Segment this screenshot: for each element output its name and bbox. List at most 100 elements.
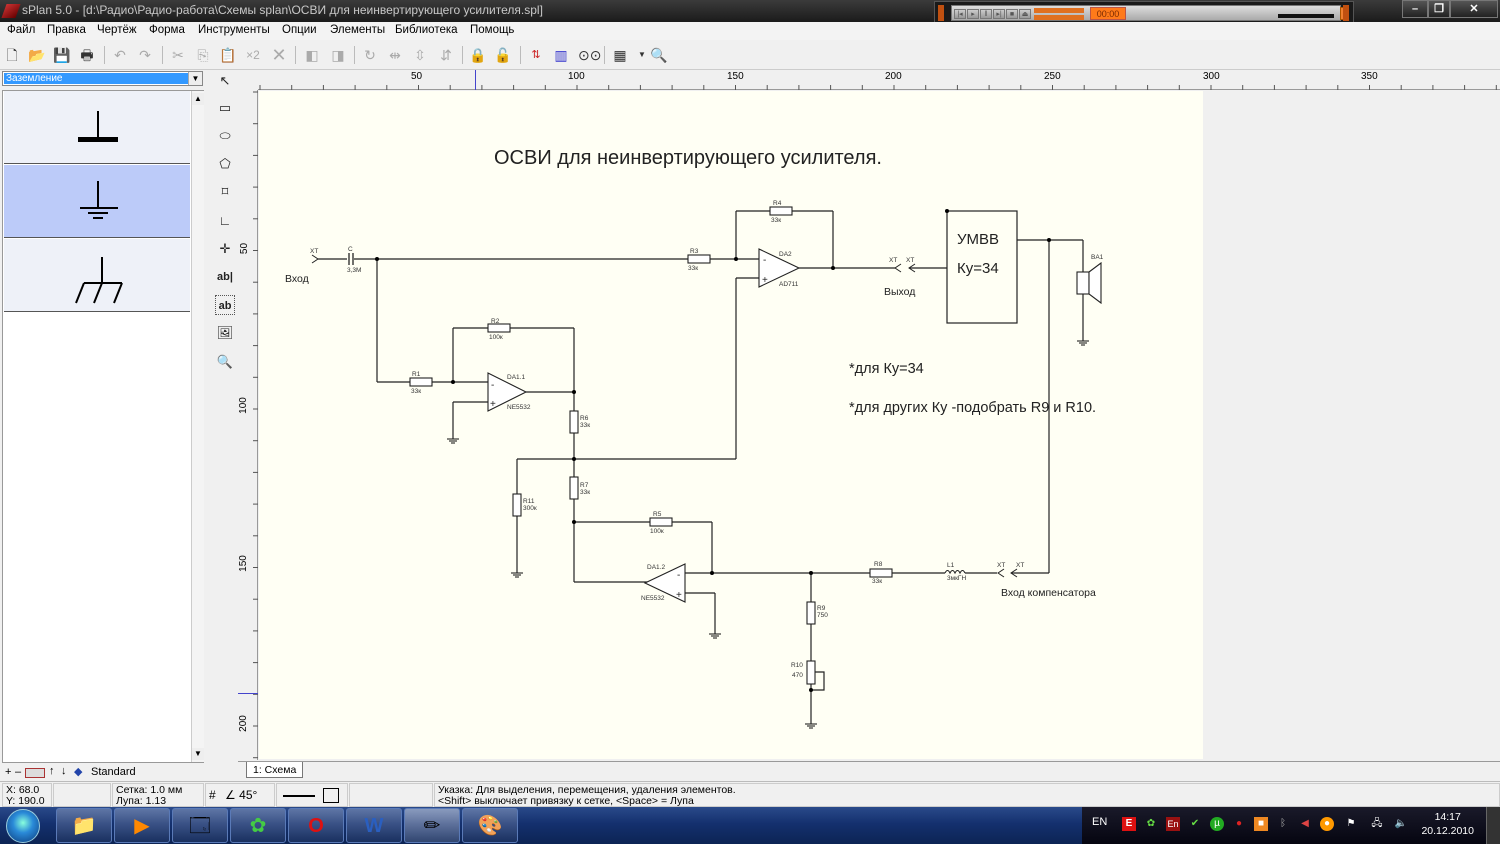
bezier-icon[interactable]: ⌑ (221, 184, 229, 199)
show-desktop-button[interactable] (1486, 807, 1500, 844)
scroll-down-icon[interactable]: ▼ (192, 748, 204, 760)
minimize-button[interactable]: – (1402, 0, 1428, 18)
chevron-down-icon[interactable]: ▼ (188, 72, 202, 85)
tray-utorrent-icon[interactable]: µ (1210, 817, 1224, 831)
taskbar-opera-mail-icon[interactable]: O (288, 808, 344, 843)
line-style-panel[interactable] (276, 783, 348, 807)
tray-check-icon[interactable]: ✔ (1190, 818, 1200, 829)
parts-list-icon[interactable]: ▥ (554, 47, 568, 63)
line-style-icon[interactable] (283, 795, 315, 797)
menu-options[interactable]: Опции (282, 24, 317, 36)
add-library-icon[interactable]: + (5, 766, 12, 778)
mirror-v-icon[interactable]: ⇳ (414, 47, 426, 63)
taskbar-media-player-icon[interactable]: ▶ (114, 808, 170, 843)
save-icon[interactable]: 💾 (53, 47, 71, 63)
renumber-icon[interactable]: ⇅ (531, 49, 541, 61)
pointer-icon[interactable]: ↖ (219, 73, 231, 88)
paste-icon[interactable]: 📋 (219, 47, 237, 63)
image-icon[interactable]: 🖼 (216, 325, 234, 340)
tray-en-icon[interactable]: En (1166, 817, 1180, 831)
print-icon[interactable]: 🖶 (80, 47, 94, 63)
menu-drawing[interactable]: Чертёж (97, 24, 137, 36)
unlock-icon[interactable]: 🔓 (494, 47, 512, 63)
move-up-icon[interactable]: ↑ (49, 765, 55, 777)
flip-icon[interactable]: ⇵ (440, 47, 452, 63)
grid-icon[interactable]: ▦ (613, 47, 627, 63)
tray-opera-icon[interactable]: ● (1235, 818, 1243, 829)
copy-icon[interactable]: ⎘ (197, 47, 209, 63)
angle-icon[interactable]: ∠ (225, 788, 236, 802)
tray-network-icon[interactable]: 🖧 (1371, 818, 1383, 829)
redo-icon[interactable]: ↷ (139, 47, 151, 63)
drawing-sheet[interactable]: - + - + - + ОСВИ для неинвертирующего ус… (259, 91, 1203, 759)
text-icon[interactable]: ab| (217, 271, 233, 283)
library-item-ground-bar[interactable] (4, 91, 190, 164)
menu-elements[interactable]: Элементы (330, 24, 386, 36)
scroll-up-icon[interactable]: ▲ (192, 93, 204, 105)
lock-icon[interactable]: 🔒 (469, 47, 487, 63)
library-scrollbar[interactable]: ▲ ▼ (191, 91, 204, 762)
menu-edit[interactable]: Правка (47, 24, 86, 36)
taskbar-paint-icon[interactable]: 🎨 (462, 808, 518, 843)
tray-speaker-red-icon[interactable]: ◀ (1301, 818, 1309, 829)
bring-front-icon[interactable]: ◧ (305, 47, 319, 63)
component-edit-icon[interactable] (25, 768, 45, 778)
textbox-icon[interactable]: ab (215, 295, 235, 315)
cut-icon[interactable]: ✂ (172, 47, 184, 63)
menu-file[interactable]: Файл (7, 24, 36, 36)
media-player-widget[interactable]: |◂ ▸ ‖ ▸| ■ ⏏ 00:00 (934, 1, 1354, 24)
mirror-h-icon[interactable]: ⇹ (389, 47, 401, 63)
language-indicator[interactable]: EN (1092, 816, 1108, 828)
delete-icon[interactable]: ✕ (271, 45, 287, 65)
ellipse-icon[interactable]: ⬭ (219, 128, 231, 143)
move-down-icon[interactable]: ↓ (61, 765, 67, 777)
zoom-fit-icon[interactable]: 🔍 (650, 47, 668, 63)
grid-snap-icon[interactable]: # (209, 788, 216, 802)
zoom-icon[interactable]: 🔍 (216, 354, 234, 369)
find-binoculars-icon[interactable]: ⊙⊙ (578, 47, 602, 63)
tray-e-icon[interactable]: E (1122, 817, 1136, 831)
drawing-canvas[interactable]: - + - + - + ОСВИ для неинвертирующего ус… (259, 91, 1500, 761)
polygon-icon[interactable]: ⬠ (219, 156, 231, 171)
rectangle-icon[interactable]: ▭ (218, 100, 232, 115)
tray-flag-icon[interactable]: ⚑ (1346, 818, 1356, 829)
prev-icon[interactable]: |◂ (954, 9, 966, 19)
taskbar-pencil-icon[interactable]: ✏ (404, 808, 460, 843)
menu-help[interactable]: Помощь (470, 24, 515, 36)
tab-schema[interactable]: 1: Схема (246, 762, 304, 778)
library-select[interactable]: Заземление ▼ (2, 71, 203, 86)
pause-icon[interactable]: ‖ (980, 9, 992, 19)
play-icon[interactable]: ▸ (967, 9, 979, 19)
stop-icon[interactable]: ■ (1006, 9, 1018, 19)
tray-aimp-icon[interactable]: ● (1320, 817, 1334, 831)
junction-icon[interactable]: ✛ (219, 241, 231, 256)
clock[interactable]: 14:17 20.12.2010 (1421, 810, 1474, 838)
tray-orange-icon[interactable]: ■ (1254, 817, 1268, 831)
polyline-icon[interactable]: ∟ (218, 213, 232, 228)
new-file-icon[interactable]: 🗋 (6, 47, 18, 63)
eject-icon[interactable]: ⏏ (1019, 9, 1031, 19)
undo-icon[interactable]: ↶ (114, 47, 126, 63)
grid-dropdown-icon[interactable]: ▼ (638, 50, 646, 59)
taskbar-splan-icon[interactable]: 🗔 (172, 808, 228, 843)
taskbar-explorer-icon[interactable]: 📁 (56, 808, 112, 843)
tray-bluetooth-icon[interactable]: ᛒ (1280, 818, 1286, 829)
taskbar-word-icon[interactable]: W (346, 808, 402, 843)
menu-tools[interactable]: Инструменты (198, 24, 270, 36)
library-item-ground-chassis[interactable] (4, 239, 190, 312)
start-button[interactable] (6, 809, 40, 843)
fill-style-icon[interactable] (323, 788, 339, 803)
menu-library[interactable]: Библиотека (395, 24, 458, 36)
maximize-button[interactable]: ❐ (1428, 0, 1450, 18)
close-button[interactable]: ✕ (1450, 0, 1498, 18)
send-back-icon[interactable]: ◨ (331, 47, 345, 63)
tray-icq-icon[interactable]: ✿ (1146, 818, 1156, 829)
taskbar-icq-icon[interactable]: ✿ (230, 808, 286, 843)
remove-library-icon[interactable]: – (15, 766, 22, 778)
player-progress[interactable] (1278, 14, 1334, 18)
tray-volume-icon[interactable]: 🔈 (1394, 818, 1408, 829)
menu-shape[interactable]: Форма (149, 24, 185, 36)
library-item-ground-earth[interactable] (4, 165, 190, 238)
rotate-icon[interactable]: ↻ (364, 47, 376, 63)
open-folder-icon[interactable]: 📂 (28, 47, 46, 63)
